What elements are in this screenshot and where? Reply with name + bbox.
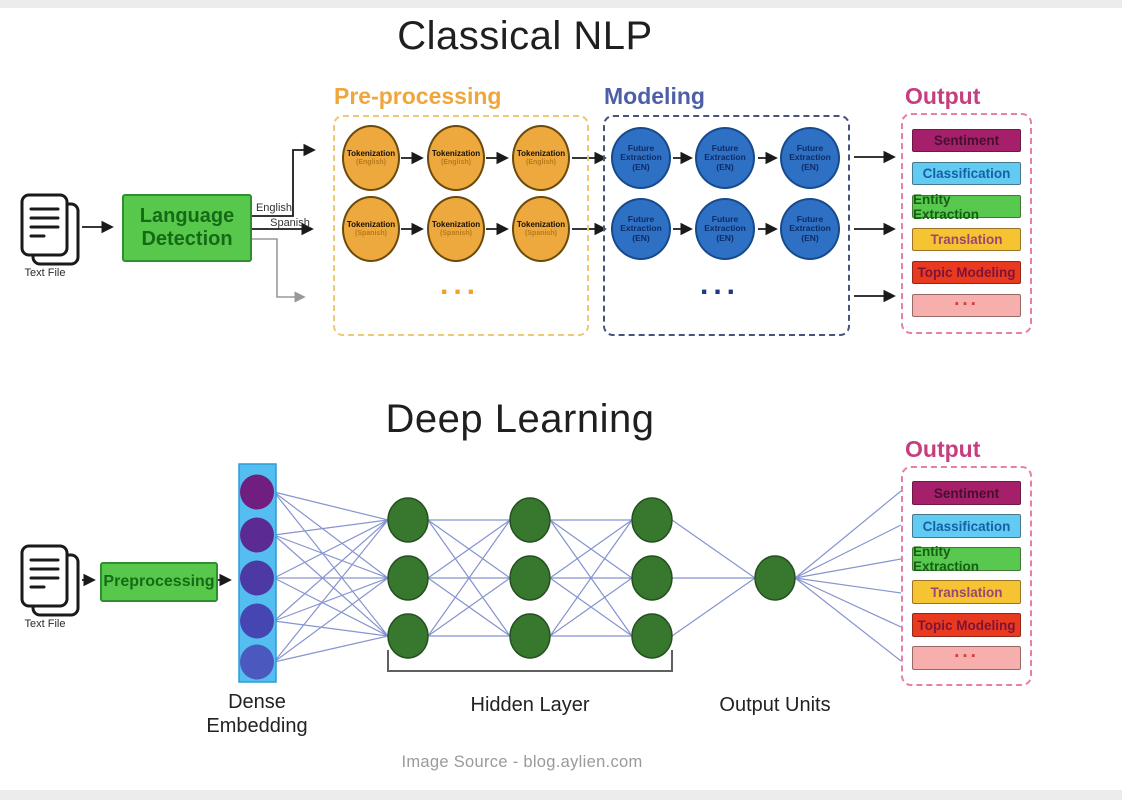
embedding-node — [240, 644, 274, 680]
output-item-entity-extraction: Entity Extraction — [912, 192, 1021, 222]
output-item-sentiment: Sentiment — [912, 129, 1021, 152]
embedding-node — [240, 517, 274, 553]
dense-embedding-column — [238, 463, 277, 683]
classical-arrows — [82, 143, 896, 303]
language-detection-label: Language Detection — [139, 205, 235, 250]
tokenization-node-spanish: Tokenization (Spanish) — [342, 196, 400, 262]
branch-label-english: English — [255, 202, 293, 214]
text-file-label: Text File — [24, 618, 66, 630]
output-section-title: Output — [905, 436, 981, 462]
modeling-section-title: Modeling — [604, 83, 705, 109]
preprocessing-label: Preprocessing — [103, 572, 215, 590]
feature-extraction-node: Future Extraction (EN) — [695, 127, 755, 189]
feature-extraction-node: Future Extraction (EN) — [611, 198, 671, 260]
other-language-arrow — [250, 238, 306, 303]
tokenization-node-spanish: Tokenization (Spanish) — [427, 196, 485, 262]
feature-extraction-node: Future Extraction (EN) — [611, 127, 671, 189]
output-item-ellipsis: ... — [912, 288, 1021, 317]
dense-embedding-label: Dense Embedding — [206, 691, 308, 737]
network-connections — [273, 490, 902, 663]
output-unit-node — [754, 555, 796, 601]
hidden-layer-label: Hidden Layer — [470, 694, 590, 716]
output-item-translation: Translation — [912, 580, 1021, 604]
output-item-topic-modeling: Topic Modeling — [912, 261, 1021, 284]
modeling-ellipsis: ... — [699, 268, 740, 301]
output-item-classification: Classification — [912, 162, 1021, 185]
embedding-node — [240, 603, 274, 639]
preprocessing-ellipsis: ... — [439, 268, 480, 301]
output-section-title: Output — [905, 83, 981, 109]
hidden-layer-nodes — [387, 497, 673, 659]
output-panel-classical: Sentiment Classification Entity Extracti… — [901, 113, 1032, 334]
output-units-label: Output Units — [719, 694, 831, 716]
bottom-letterbox — [0, 790, 1122, 800]
top-letterbox — [0, 0, 1122, 8]
output-item-entity-extraction: Entity Extraction — [912, 544, 1021, 574]
output-item-ellipsis: ... — [912, 641, 1021, 670]
output-item-sentiment: Sentiment — [912, 481, 1021, 505]
embedding-node — [240, 560, 274, 596]
classical-title: Classical NLP — [397, 14, 653, 58]
output-item-translation: Translation — [912, 228, 1021, 251]
text-file-icon — [20, 193, 80, 266]
output-item-classification: Classification — [912, 514, 1021, 538]
embedding-node — [240, 474, 274, 510]
text-file-icon — [20, 544, 80, 617]
preprocessing-box: Preprocessing — [100, 562, 218, 602]
output-item-topic-modeling: Topic Modeling — [912, 613, 1021, 637]
tokenization-node-spanish: Tokenization (Spanish) — [512, 196, 570, 262]
language-detection-box: Language Detection — [122, 194, 252, 262]
preprocessing-panel — [333, 115, 589, 336]
deep-learning-title: Deep Learning — [385, 397, 655, 441]
tokenization-node-english: Tokenization (English) — [427, 125, 485, 191]
output-panel-deep: Sentiment Classification Entity Extracti… — [901, 466, 1032, 686]
preprocessing-section-title: Pre-processing — [334, 83, 502, 109]
feature-extraction-node: Future Extraction (EN) — [780, 127, 840, 189]
text-file-label: Text File — [24, 267, 66, 279]
feature-extraction-node: Future Extraction (EN) — [695, 198, 755, 260]
image-source-caption: Image Source - blog.aylien.com — [401, 753, 643, 771]
tokenization-node-english: Tokenization (English) — [342, 125, 400, 191]
tokenization-node-english: Tokenization (English) — [512, 125, 570, 191]
hidden-layer-bracket — [387, 650, 673, 672]
branch-label-spanish: Spanish — [270, 217, 310, 229]
feature-extraction-node: Future Extraction (EN) — [780, 198, 840, 260]
